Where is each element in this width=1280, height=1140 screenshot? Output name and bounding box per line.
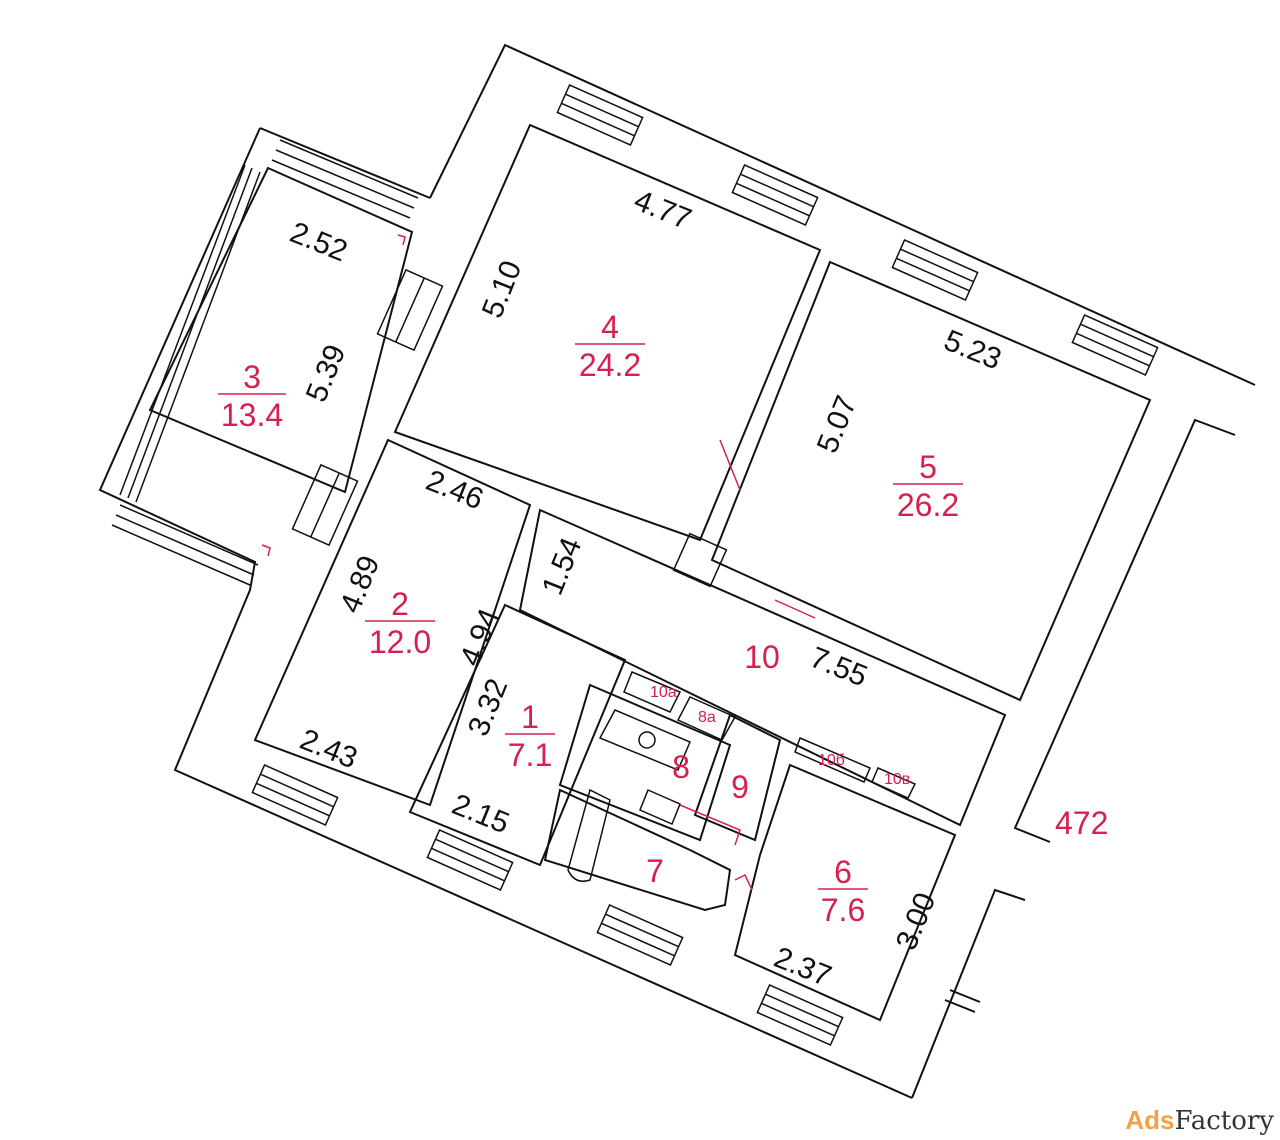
dimension-label: 7.55	[805, 641, 872, 693]
svg-text:12.0: 12.0	[369, 624, 431, 660]
svg-text:13.4: 13.4	[221, 397, 283, 433]
room-3-label: 3 13.4	[218, 359, 286, 433]
watermark-part1: Ads	[1125, 1105, 1175, 1135]
room-7-label: 7	[646, 853, 664, 889]
red-markers	[261, 234, 816, 891]
room-2-label: 2 12.0	[365, 586, 435, 660]
windows	[251, 84, 1159, 1046]
dimension-label: 2.46	[421, 464, 488, 516]
svg-text:7.1: 7.1	[508, 737, 552, 773]
svg-text:6: 6	[834, 854, 852, 890]
room-6-label: 6 7.6	[818, 854, 868, 928]
room-10b-label: 10б	[818, 752, 845, 769]
room-labels: 3 13.4 4 24.2 5 26.2 2 12.0 1 7.1 6 7.6	[218, 309, 1108, 928]
svg-text:5: 5	[919, 449, 937, 485]
svg-text:26.2: 26.2	[897, 487, 959, 523]
dimension-label: 3.00	[890, 888, 942, 955]
dimension-label: 5.10	[476, 256, 528, 323]
room-10v-label: 10в	[884, 771, 910, 788]
room-8a-label: 8a	[698, 709, 716, 726]
room-9-label: 9	[731, 769, 749, 805]
dimension-label: 2.15	[447, 788, 514, 840]
dimension-label: 1.54	[536, 533, 588, 600]
dimension-label: 2.52	[285, 216, 352, 268]
dimension-label: 5.39	[300, 340, 352, 407]
watermark-part2: Factory	[1174, 1106, 1274, 1136]
dimension-label: 5.07	[811, 391, 863, 458]
watermark-logo: AdsFactory	[1125, 1105, 1274, 1136]
inner-walls	[148, 123, 1152, 1022]
dimension-label: 4.94	[454, 604, 506, 671]
room-5-label: 5 26.2	[893, 449, 963, 523]
svg-text:24.2: 24.2	[579, 347, 641, 383]
outer-walls	[98, 43, 1256, 1099]
room-1-label: 1 7.1	[505, 699, 555, 773]
dimension-label: 5.23	[939, 324, 1006, 376]
svg-text:2: 2	[391, 586, 409, 622]
svg-text:3: 3	[243, 359, 261, 395]
stair-number-label: 472	[1055, 805, 1108, 841]
room-10a-label: 10a	[650, 684, 677, 701]
dimension-label: 4.89	[334, 551, 386, 618]
svg-text:1: 1	[521, 699, 539, 735]
balcony	[111, 139, 419, 586]
svg-text:4: 4	[601, 309, 619, 345]
room-10-label: 10	[744, 639, 780, 675]
svg-text:7.6: 7.6	[821, 892, 865, 928]
room-8-label: 8	[672, 749, 690, 785]
room-4-label: 4 24.2	[575, 309, 645, 383]
